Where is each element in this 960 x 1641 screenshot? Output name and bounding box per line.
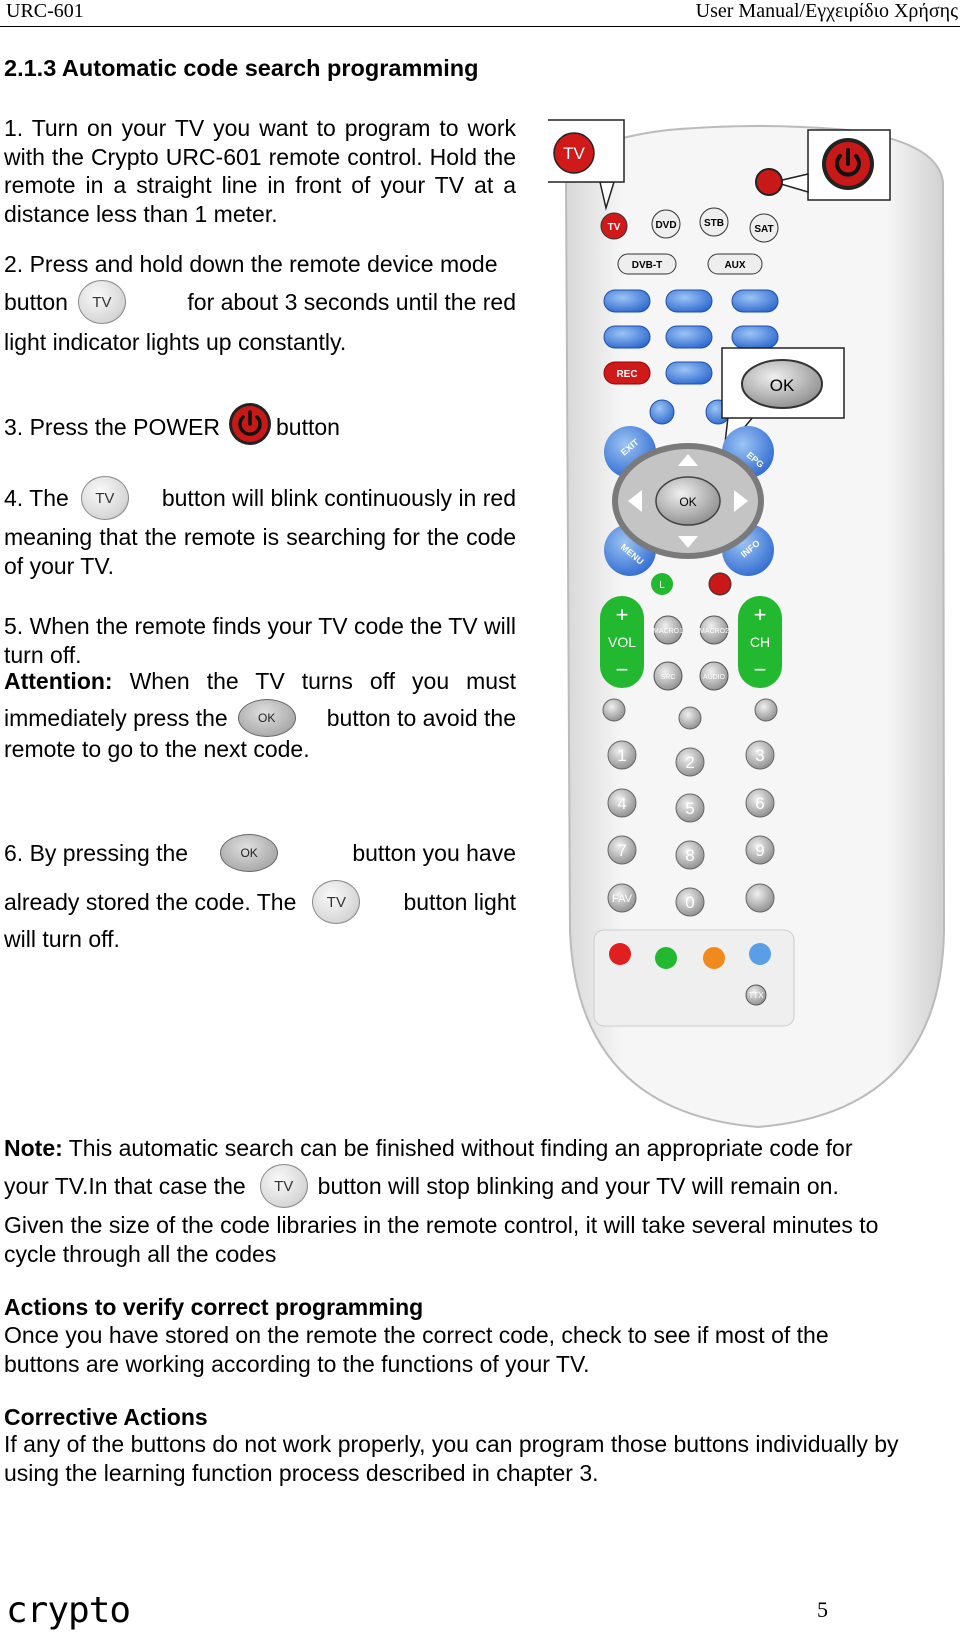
step-2-line3: light indicator lights up constantly. [4,329,347,355]
svg-text:−: − [616,657,629,682]
step-2-line2: button TV for about 3 seconds until the … [4,280,516,324]
ok-button-icon: OK [220,834,279,872]
svg-text:0: 0 [685,893,694,912]
corrective-heading: Corrective Actions [4,1404,208,1430]
svg-text:AUX: AUX [724,260,745,271]
tv-button-icon: TV [80,476,129,520]
svg-text:TV: TV [563,144,585,163]
svg-text:TTX: TTX [748,991,764,1000]
corrective-text: If any of the buttons do not work proper… [4,1431,899,1486]
step-4-line1: 4. The TV button will blink continuously… [4,476,516,520]
note-line2: your TV.In that case the TV button will … [4,1164,839,1208]
svg-text:MACRO1: MACRO1 [653,628,683,635]
svg-text:VOL: VOL [608,634,636,650]
svg-text:FAV: FAV [612,893,633,905]
svg-text:OK: OK [679,495,696,509]
svg-text:7: 7 [617,841,626,860]
svg-text:TV: TV [608,222,621,233]
note-line3: Given the size of the code libraries in … [4,1212,879,1267]
crypto-logo: crypto [6,1590,131,1631]
step-3: 3. Press the POWER button [4,402,340,452]
ok-callout: OK [721,347,845,455]
note-line1: Note: This automatic search can be finis… [4,1135,853,1161]
header-manual-title: User Manual/Εγχειρίδιο Χρήσης [695,0,958,22]
svg-text:3: 3 [755,746,764,765]
svg-text:STB: STB [704,218,724,229]
svg-text:+: + [616,602,629,627]
step-4-rest: meaning that the remote is searching for… [4,524,516,579]
svg-text:2: 2 [685,753,694,772]
remote-control-illustration: TV TV DVD STB SAT DVB-T AUX [529,112,960,1132]
power-button-icon [228,402,272,452]
svg-text:CH: CH [750,634,770,650]
svg-text:AUDIO: AUDIO [703,674,726,681]
step-1: 1. Turn on your TV you want to program t… [4,115,516,227]
svg-text:SRC: SRC [661,674,676,681]
svg-text:+: + [754,602,767,627]
svg-text:DVB-T: DVB-T [632,260,663,271]
step-6-line2: already stored the code. The TV button l… [4,880,516,924]
step-5-line1: 5. When the remote finds your TV code th… [4,613,516,668]
page-header: URC-601 User Manual/Εγχειρίδιο Χρήσης [0,0,960,27]
section-title: 2.1.3 Automatic code search programming [4,55,479,81]
step-2-line1: 2. Press and hold down the remote device… [4,251,498,277]
svg-text:5: 5 [685,799,694,818]
tv-button-icon: TV [77,280,126,324]
step-5-line3: immediately press the OK button to avoid… [4,699,516,737]
svg-text:OK: OK [770,376,795,395]
power-callout [771,129,891,201]
svg-text:L: L [659,580,665,591]
svg-text:9: 9 [755,841,764,860]
step-6-line1: 6. By pressing the OK button you have [4,834,516,872]
tv-button-icon: TV [259,1164,308,1208]
svg-text:REC: REC [616,369,637,380]
verify-text: Once you have stored on the remote the c… [4,1322,829,1377]
step-6-line3: will turn off. [4,926,120,952]
svg-text:8: 8 [685,846,694,865]
tv-button-icon: TV [312,880,361,924]
svg-text:1: 1 [617,746,626,765]
step-5-attention: Attention: When the TV turns off you mus… [4,668,516,694]
svg-text:6: 6 [755,794,764,813]
svg-text:−: − [754,657,767,682]
verify-heading: Actions to verify correct programming [4,1294,424,1320]
svg-text:SAT: SAT [754,224,773,235]
step-5-line4: remote to go to the next code. [4,736,310,762]
svg-text:DVD: DVD [655,220,676,231]
header-model: URC-601 [6,0,84,22]
page-number: 5 [817,1597,828,1622]
svg-text:MACRO2: MACRO2 [699,628,729,635]
ok-button-icon: OK [237,699,296,737]
svg-text:4: 4 [617,794,626,813]
